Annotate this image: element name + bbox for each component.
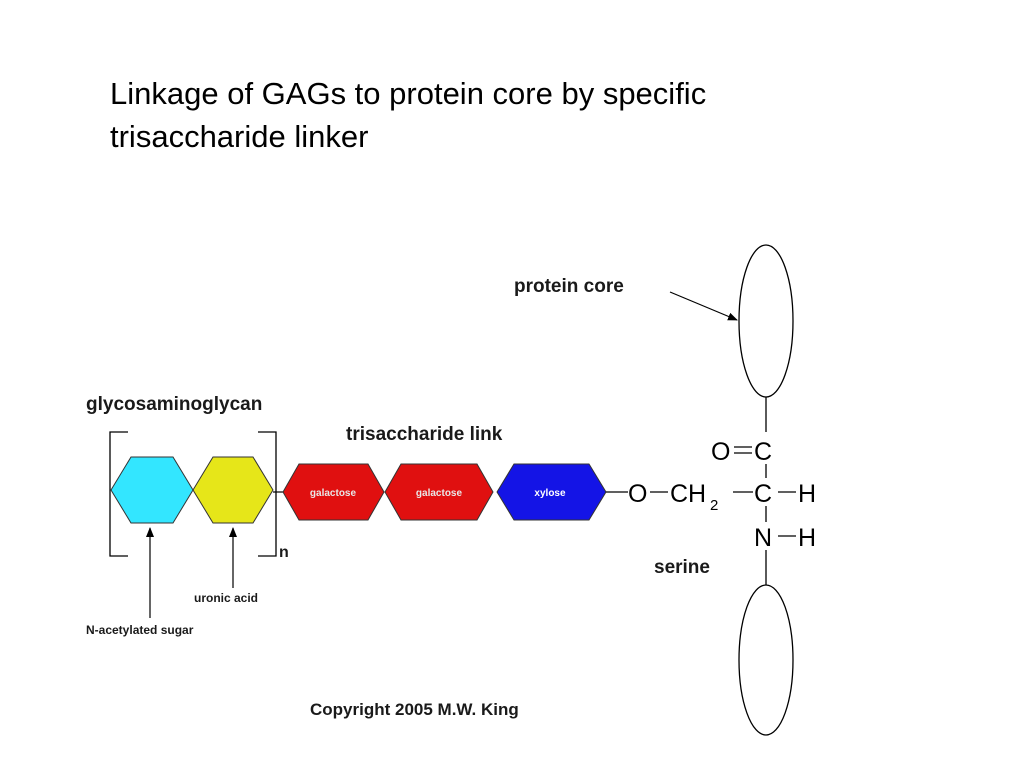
protein-core-lower-ellipse [738, 584, 794, 736]
serine-ester-oxygen: O [628, 480, 647, 508]
protein-core-arrow [669, 291, 738, 321]
amine-nitrogen: N [754, 524, 772, 552]
repeat-bracket-right [258, 431, 277, 557]
protein-core-upper-ellipse [738, 244, 794, 398]
serine-label: serine [654, 557, 710, 578]
slide-title-line-2: trisaccharide linker [110, 119, 369, 154]
xylose-label: xylose [534, 488, 566, 499]
uronic-acid-label: uronic acid [194, 591, 258, 605]
galactose-2-hexagon [384, 463, 494, 521]
alpha-hydrogen: H [798, 480, 816, 508]
glycosaminoglycan-label: glycosaminoglycan [86, 394, 262, 415]
repeat-bracket-left [109, 431, 128, 557]
carbonyl-oxygen: O [711, 438, 730, 466]
amine-hydrogen: H [798, 524, 816, 552]
alpha-carbon: C [754, 480, 772, 508]
slide-title-line-1: Linkage of GAGs to protein core by speci… [110, 76, 707, 111]
carbonyl-carbon: C [754, 438, 772, 466]
n-acetylated-sugar-hexagon [110, 456, 194, 524]
galactose-1-label: galactose [310, 488, 357, 499]
slide-title: Linkage of GAGs to protein core by speci… [110, 72, 930, 158]
trisaccharide-link-label: trisaccharide link [346, 424, 503, 445]
methylene-group-ch: CH [670, 480, 706, 508]
n-acetylated-sugar-label: N-acetylated sugar [86, 623, 194, 637]
repeat-n-label: n [279, 544, 289, 561]
copyright-text: Copyright 2005 M.W. King [310, 700, 519, 719]
galactose-1-hexagon [282, 463, 385, 521]
uronic-acid-hexagon [192, 456, 274, 524]
methylene-subscript-2: 2 [710, 497, 718, 514]
galactose-2-label: galactose [416, 488, 463, 499]
protein-core-label: protein core [514, 276, 624, 297]
